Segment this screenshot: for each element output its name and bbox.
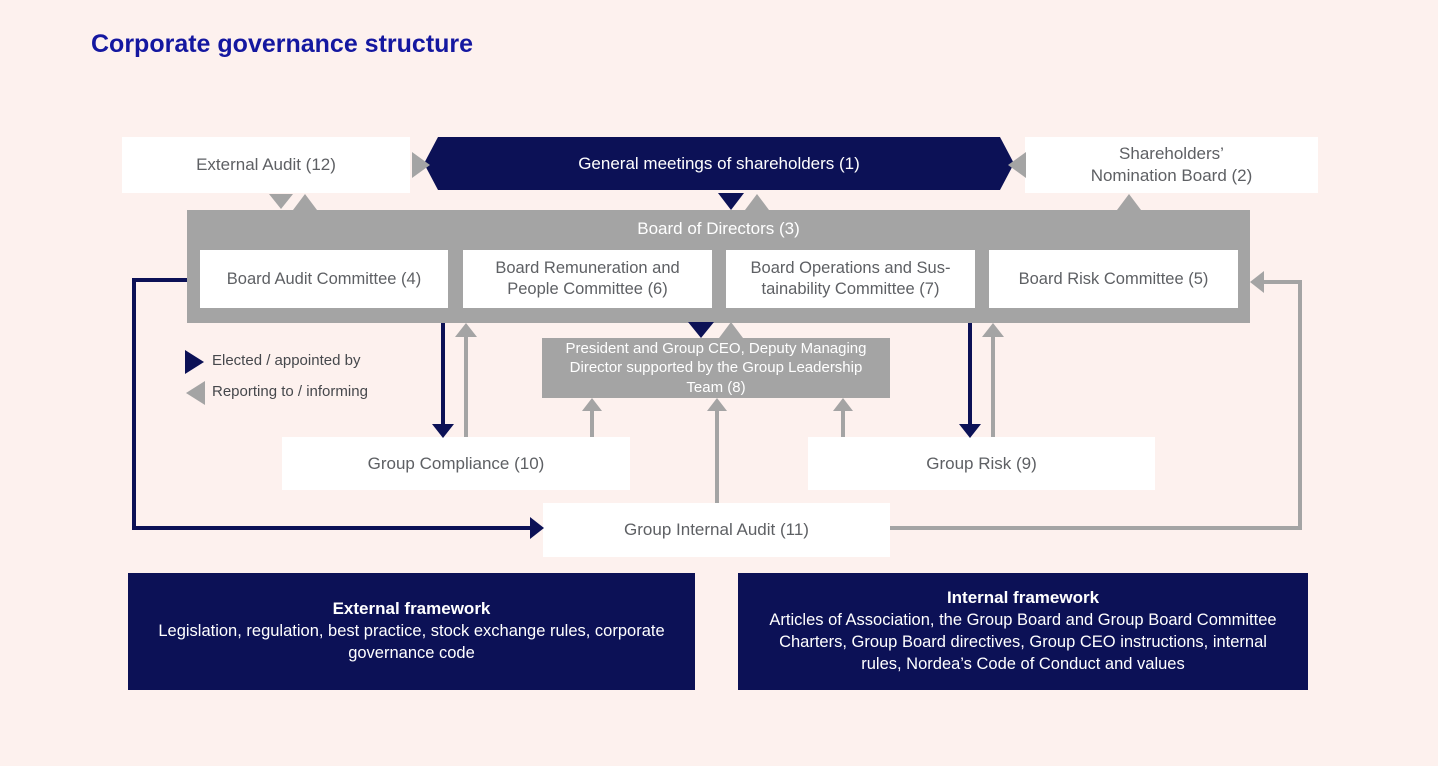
board-of-directors-label: Board of Directors (3) bbox=[637, 219, 800, 238]
gray-path-bottom-segment bbox=[890, 526, 1302, 530]
group-internal-audit-box: Group Internal Audit (11) bbox=[543, 503, 890, 557]
ceo-reports-to-board-arrowhead-icon bbox=[719, 322, 743, 338]
gray-path-right-segment bbox=[1298, 280, 1302, 530]
board-appoints-ceo-arrowhead-icon bbox=[688, 322, 714, 338]
board-audit-committee-box: Board Audit Committee (4) bbox=[200, 250, 448, 308]
internal-audit-reports-to-board-arrowhead-icon bbox=[1250, 271, 1264, 293]
external-framework-box: External framework Legislation, regulati… bbox=[128, 573, 695, 690]
compliance-to-board-line bbox=[464, 337, 468, 437]
navy-path-bottom-segment bbox=[132, 526, 534, 530]
appoints-internal-audit-arrowhead-icon bbox=[530, 517, 544, 539]
board-informs-nomination-board-arrowhead-icon bbox=[1117, 194, 1141, 210]
compliance-informs-ceo-arrowhead-icon bbox=[582, 398, 602, 411]
board-reports-to-meetings-arrowhead-icon bbox=[745, 194, 769, 210]
risk-to-ceo-line bbox=[841, 409, 845, 437]
ceo-box: President and Group CEO, Deputy Managing… bbox=[542, 338, 890, 398]
external-framework-body: Legislation, regulation, best practice, … bbox=[158, 622, 665, 662]
group-risk-box: Group Risk (9) bbox=[808, 437, 1155, 490]
external-audit-box: External Audit (12) bbox=[122, 137, 410, 193]
compliance-reports-to-board-arrowhead-icon bbox=[455, 323, 477, 337]
legend-elected-arrow-icon bbox=[185, 350, 204, 374]
legend-elected-label: Elected / appointed by bbox=[212, 352, 361, 369]
internal-framework-title: Internal framework bbox=[946, 588, 1100, 608]
reporting-left-arrowhead-icon bbox=[1008, 152, 1026, 178]
group-compliance-box: Group Compliance (10) bbox=[282, 437, 630, 490]
external-audit-down-arrowhead-icon bbox=[269, 194, 293, 209]
board-to-compliance-line bbox=[441, 323, 445, 424]
board-risk-committee-box: Board Risk Committee (5) bbox=[989, 250, 1238, 308]
board-appoints-compliance-arrowhead-icon bbox=[432, 424, 454, 438]
gray-path-top-segment bbox=[1262, 280, 1302, 284]
board-to-external-audit-up-arrowhead-icon bbox=[293, 194, 317, 210]
external-framework-title: External framework bbox=[332, 599, 491, 619]
navy-path-top-segment bbox=[132, 278, 200, 282]
legend-reporting-label: Reporting to / informing bbox=[212, 383, 368, 400]
internal-framework-box: Internal framework Articles of Associati… bbox=[738, 573, 1308, 690]
risk-reports-to-board-arrowhead-icon bbox=[982, 323, 1004, 337]
page-title: Corporate governance structure bbox=[91, 30, 474, 58]
risk-informs-ceo-arrowhead-icon bbox=[833, 398, 853, 411]
meetings-elects-board-arrowhead-icon bbox=[718, 193, 744, 210]
reporting-right-arrowhead-icon bbox=[412, 152, 430, 178]
board-to-risk-line bbox=[968, 323, 972, 424]
nomination-board-box: Shareholders’ Nomination Board (2) bbox=[1025, 137, 1318, 193]
general-meetings-box: General meetings of shareholders (1) bbox=[424, 137, 1014, 190]
board-appoints-risk-arrowhead-icon bbox=[959, 424, 981, 438]
board-remuneration-people-committee-box: Board Remuneration and People Committee … bbox=[463, 250, 712, 308]
internal-framework-body: Articles of Association, the Group Board… bbox=[769, 611, 1277, 673]
board-operations-sustainability-committee-box: Board Operations and Sus- tainability Co… bbox=[726, 250, 975, 308]
legend-reporting-arrow-icon bbox=[186, 381, 205, 405]
compliance-to-ceo-line bbox=[590, 409, 594, 437]
navy-path-left-segment bbox=[132, 278, 136, 530]
internal-audit-informs-ceo-arrowhead-icon bbox=[707, 398, 727, 411]
internal-audit-to-ceo-line bbox=[715, 409, 719, 503]
risk-to-board-line bbox=[991, 337, 995, 437]
